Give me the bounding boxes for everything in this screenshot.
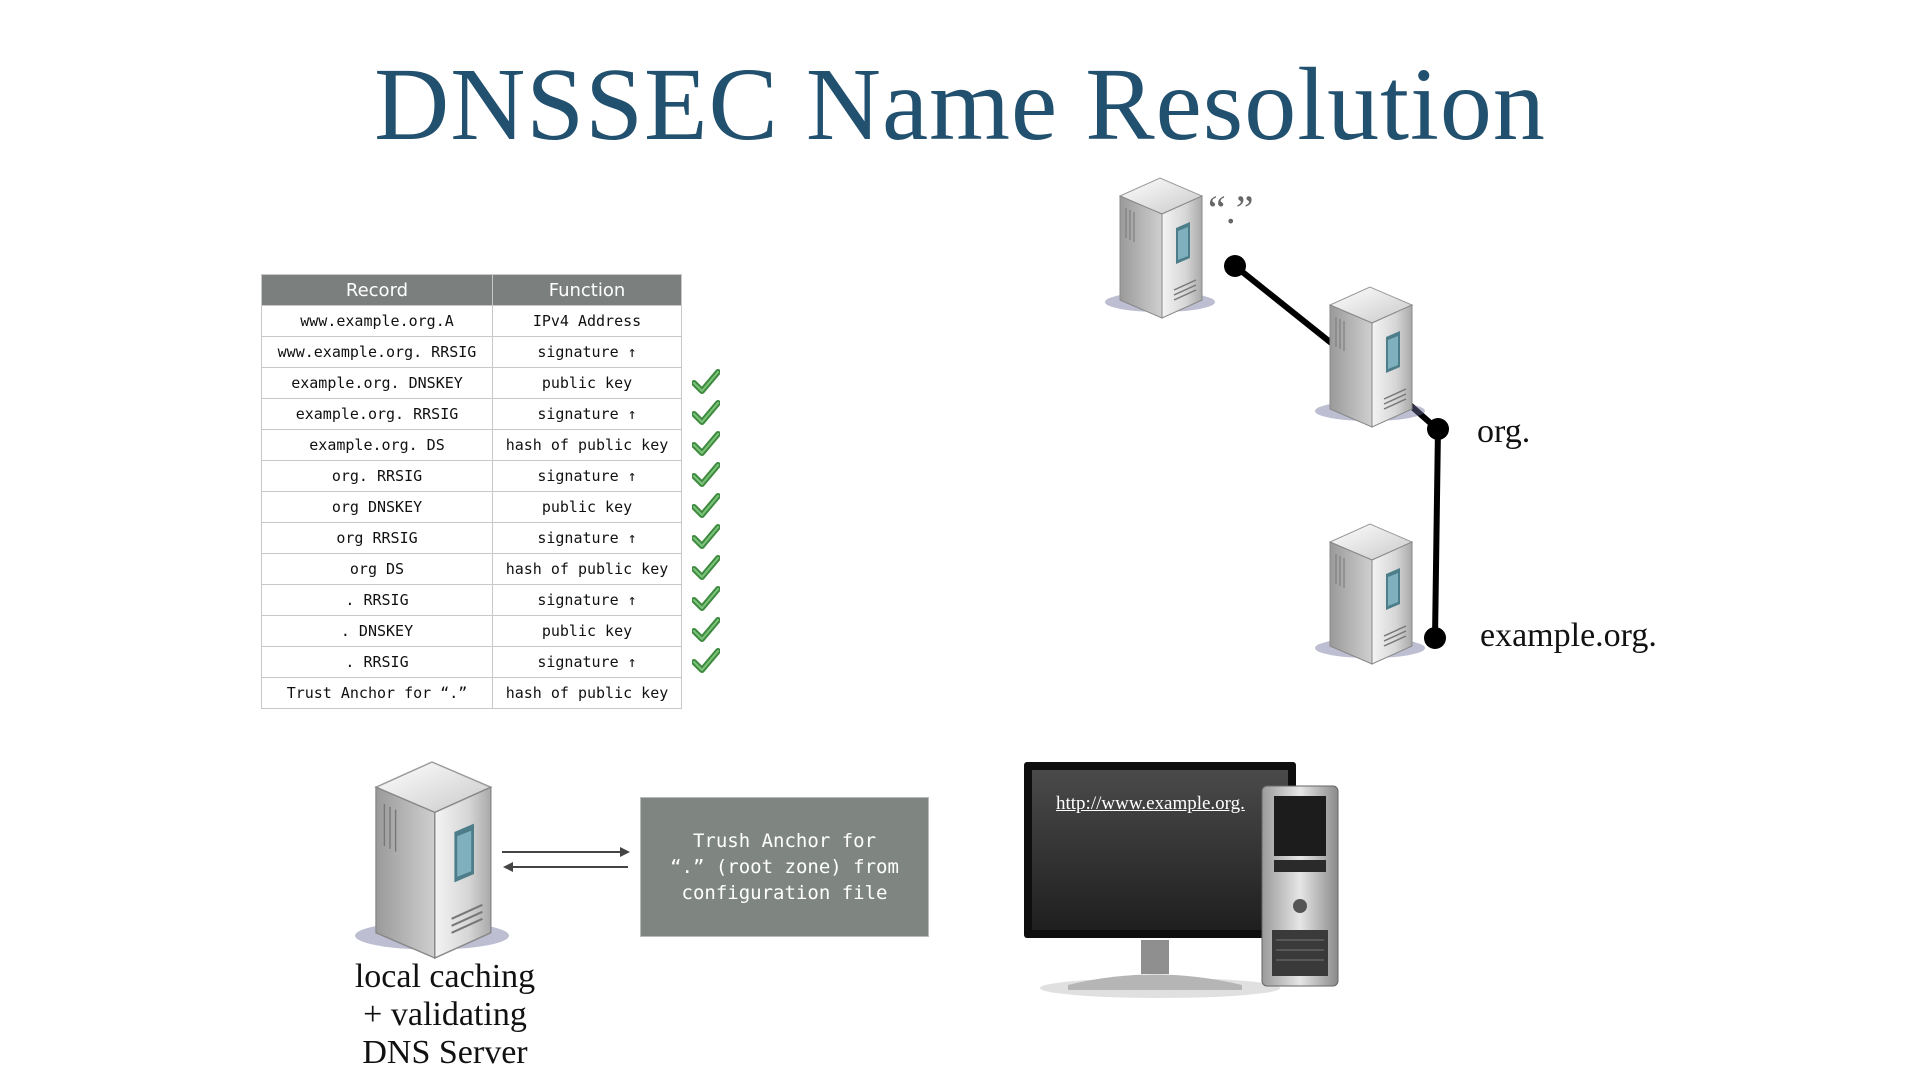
check-icon [691, 493, 721, 519]
record-cell: www.example.org. RRSIG [261, 336, 493, 368]
record-cell: org DNSKEY [261, 491, 493, 523]
record-cell: example.org. RRSIG [261, 398, 493, 430]
function-cell: hash of public key [492, 677, 682, 709]
resolver-label: local caching + validating DNS Server [330, 958, 560, 1072]
check-icon [691, 462, 721, 488]
check-icon [691, 524, 721, 550]
function-cell: signature ↑ [492, 584, 682, 616]
function-cell: IPv4 Address [492, 305, 682, 337]
org-zone-label: org. [1477, 413, 1531, 450]
check-icon [691, 369, 721, 395]
table-header-row: Record Function [261, 274, 682, 306]
resolver-label-line1: local caching [354, 958, 536, 995]
org-server-icon [1314, 286, 1426, 428]
local-resolver-server-icon [353, 760, 511, 960]
trust-anchor-box: Trush Anchor for “.” (root zone) from co… [640, 797, 929, 937]
page-title: DNSSEC Name Resolution [374, 47, 1546, 162]
trust-anchor-line3: configuration file [681, 882, 888, 904]
column-header-function: Function [492, 274, 682, 306]
root-to-org-link [1233, 263, 1342, 353]
function-cell: signature ↑ [492, 646, 682, 678]
trust-anchor-line1: Trush Anchor for [692, 830, 877, 852]
org-node-dot [1427, 418, 1449, 440]
function-cell: hash of public key [492, 553, 682, 585]
record-cell: org DS [261, 553, 493, 585]
function-cell: hash of public key [492, 429, 682, 461]
check-icon [691, 586, 721, 612]
example-server-icon [1314, 523, 1426, 665]
example-node-dot [1424, 627, 1446, 649]
trust-anchor-line2: “.” (root zone) from [670, 856, 899, 878]
root-server-icon [1104, 177, 1216, 319]
record-cell: org RRSIG [261, 522, 493, 554]
record-cell: example.org. DS [261, 429, 493, 461]
root-zone-label: “.” [1208, 187, 1254, 232]
column-header-record: Record [261, 274, 493, 306]
check-icon [691, 555, 721, 581]
check-icon [691, 431, 721, 457]
client-url-text: http://www.example.org. [1056, 793, 1245, 814]
check-icon [691, 400, 721, 426]
check-icon [691, 648, 721, 674]
function-cell: signature ↑ [492, 460, 682, 492]
org-to-example-link [1432, 427, 1441, 639]
check-icon [691, 617, 721, 643]
example-zone-label: example.org. [1480, 617, 1657, 654]
resolver-label-line2: + validating [363, 996, 527, 1033]
resolver-label-line3: DNS Server [362, 1034, 528, 1071]
record-cell: . RRSIG [261, 584, 493, 616]
function-cell: signature ↑ [492, 398, 682, 430]
table-row: Trust Anchor for “.”hash of public key [261, 677, 682, 709]
root-node-dot [1224, 255, 1246, 277]
function-cell: public key [492, 491, 682, 523]
function-cell: public key [492, 367, 682, 399]
client-computer-icon [1024, 762, 1339, 998]
function-cell: signature ↑ [492, 336, 682, 368]
record-cell: Trust Anchor for “.” [261, 677, 493, 709]
